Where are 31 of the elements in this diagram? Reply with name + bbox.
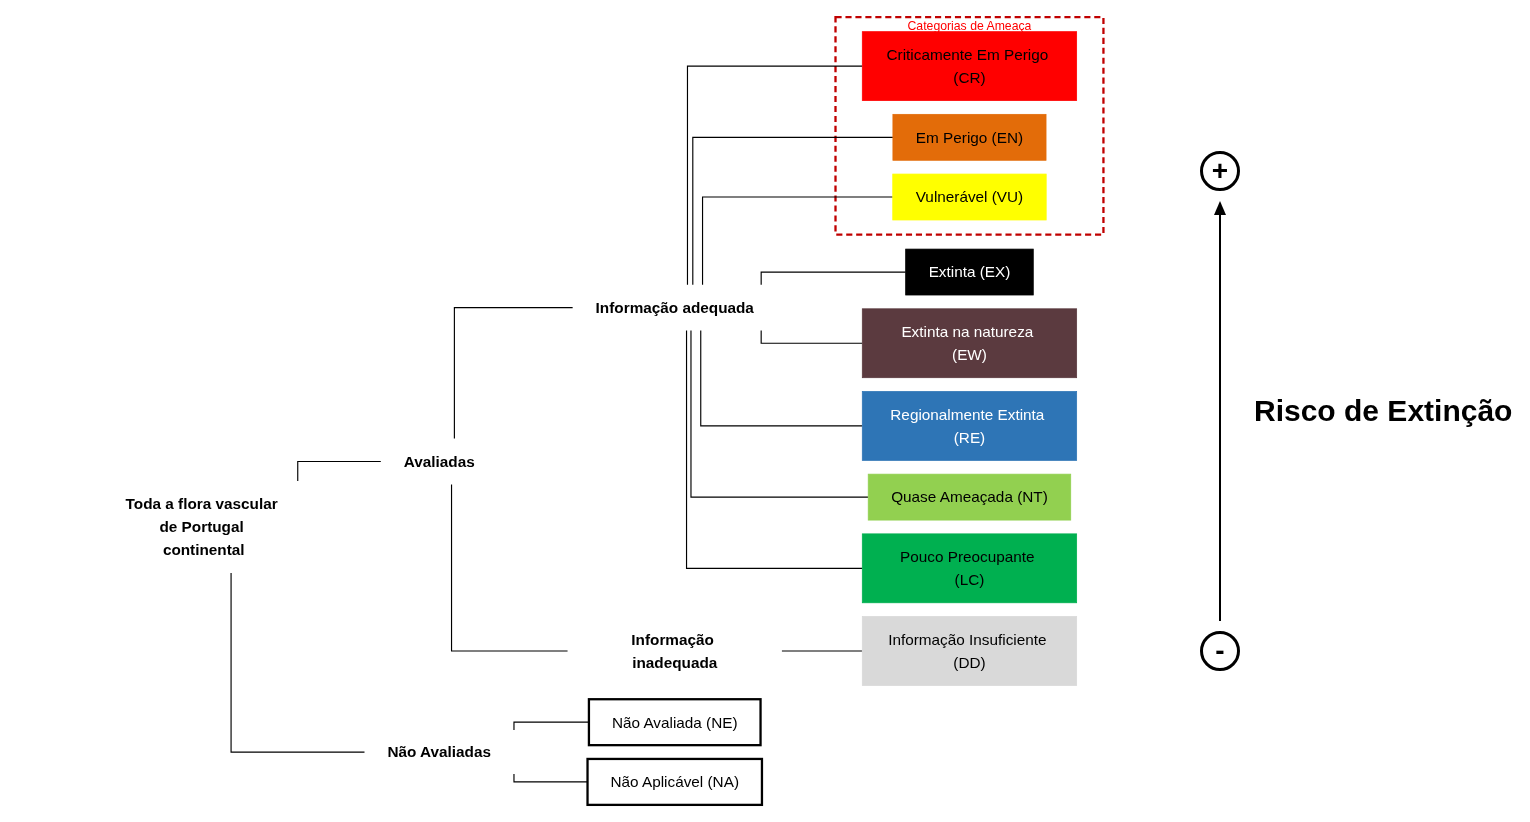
node-box: Extinta na natureza (EW) [861,308,1078,379]
node-text: Não Avaliadas [387,743,491,761]
node-box: Vulnerável (VU) [892,173,1047,221]
connector [760,271,907,286]
connector [692,136,894,286]
connector [297,460,382,482]
connector [686,65,863,286]
node-box: Informação Insuficiente (DD) [861,616,1078,686]
connector [450,483,569,652]
connector [700,330,863,427]
node-box: Criticamente Em Perigo (CR) [861,31,1078,101]
node-box: Extinta (EX) [905,248,1034,296]
axis-title: Risco de Extinção [1254,394,1513,427]
node-box: Em Perigo (EN) [892,113,1047,161]
node-box: Regionalmente Extinta (RE) [861,391,1078,461]
connector [453,307,574,440]
node-box: Quase Ameaçada (NT) [867,473,1072,521]
node-text: Toda a flora vascular de Portugal continental [125,495,278,559]
connector [760,330,863,344]
connector [701,196,894,286]
node-box: Não Avaliada (NE) [587,698,762,747]
node-text: Avaliadas [403,453,475,470]
node-text: Informação adequada [595,299,754,317]
connector [690,330,869,498]
node-box: Não Aplicável (NA) [586,757,764,807]
plus-sign: + [1200,151,1240,191]
node-text: Informação inadequada [631,631,718,671]
minus-sign: - [1200,631,1240,671]
connector [230,572,366,753]
connector [685,330,863,569]
node-box: Pouco Preocupante (LC) [861,533,1078,604]
